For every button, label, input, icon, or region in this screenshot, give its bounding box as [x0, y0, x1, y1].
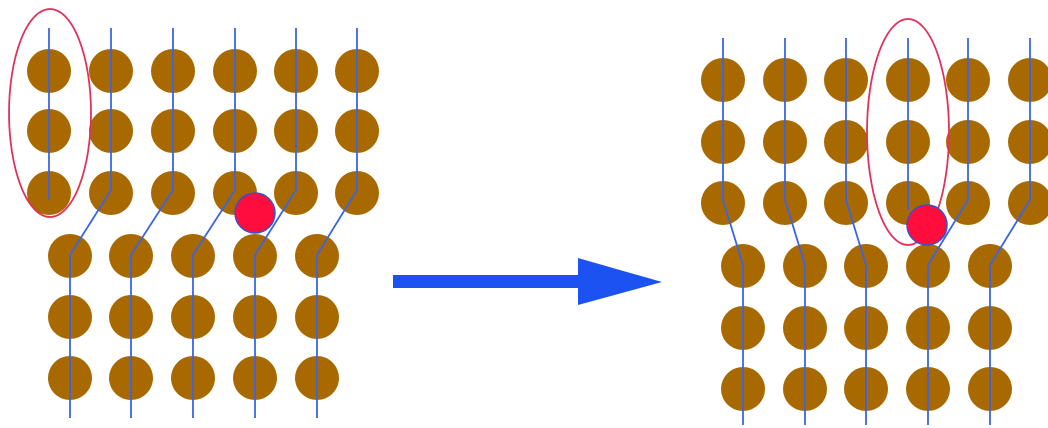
lattice-atom	[946, 181, 990, 225]
interstitial-atom	[234, 192, 276, 234]
lattice-line	[316, 28, 358, 418]
lattice-line	[130, 28, 174, 418]
arrow-shaft	[393, 275, 585, 288]
lattice-line	[69, 28, 112, 418]
highlight-ellipse	[8, 8, 92, 218]
lattice-line	[989, 38, 1031, 425]
before-lattice-panel	[8, 8, 379, 418]
lattice-atom	[335, 171, 379, 215]
interstitial-atom	[906, 204, 948, 246]
lattice-line	[845, 38, 867, 425]
lattice-line	[254, 28, 297, 418]
lattice-atom	[1008, 120, 1048, 164]
transition-arrow	[393, 258, 662, 305]
after-lattice-panel	[701, 18, 1048, 425]
lattice-atom	[89, 171, 133, 215]
lattice-atom	[151, 171, 195, 215]
highlight-ellipse	[866, 18, 950, 246]
lattice-line	[784, 38, 806, 425]
lattice-atom	[1008, 58, 1048, 102]
lattice-line	[192, 28, 236, 418]
lattice-line	[927, 38, 969, 425]
lattice-line	[722, 38, 744, 425]
arrow-head	[578, 258, 662, 305]
lattice-atom	[274, 171, 318, 215]
